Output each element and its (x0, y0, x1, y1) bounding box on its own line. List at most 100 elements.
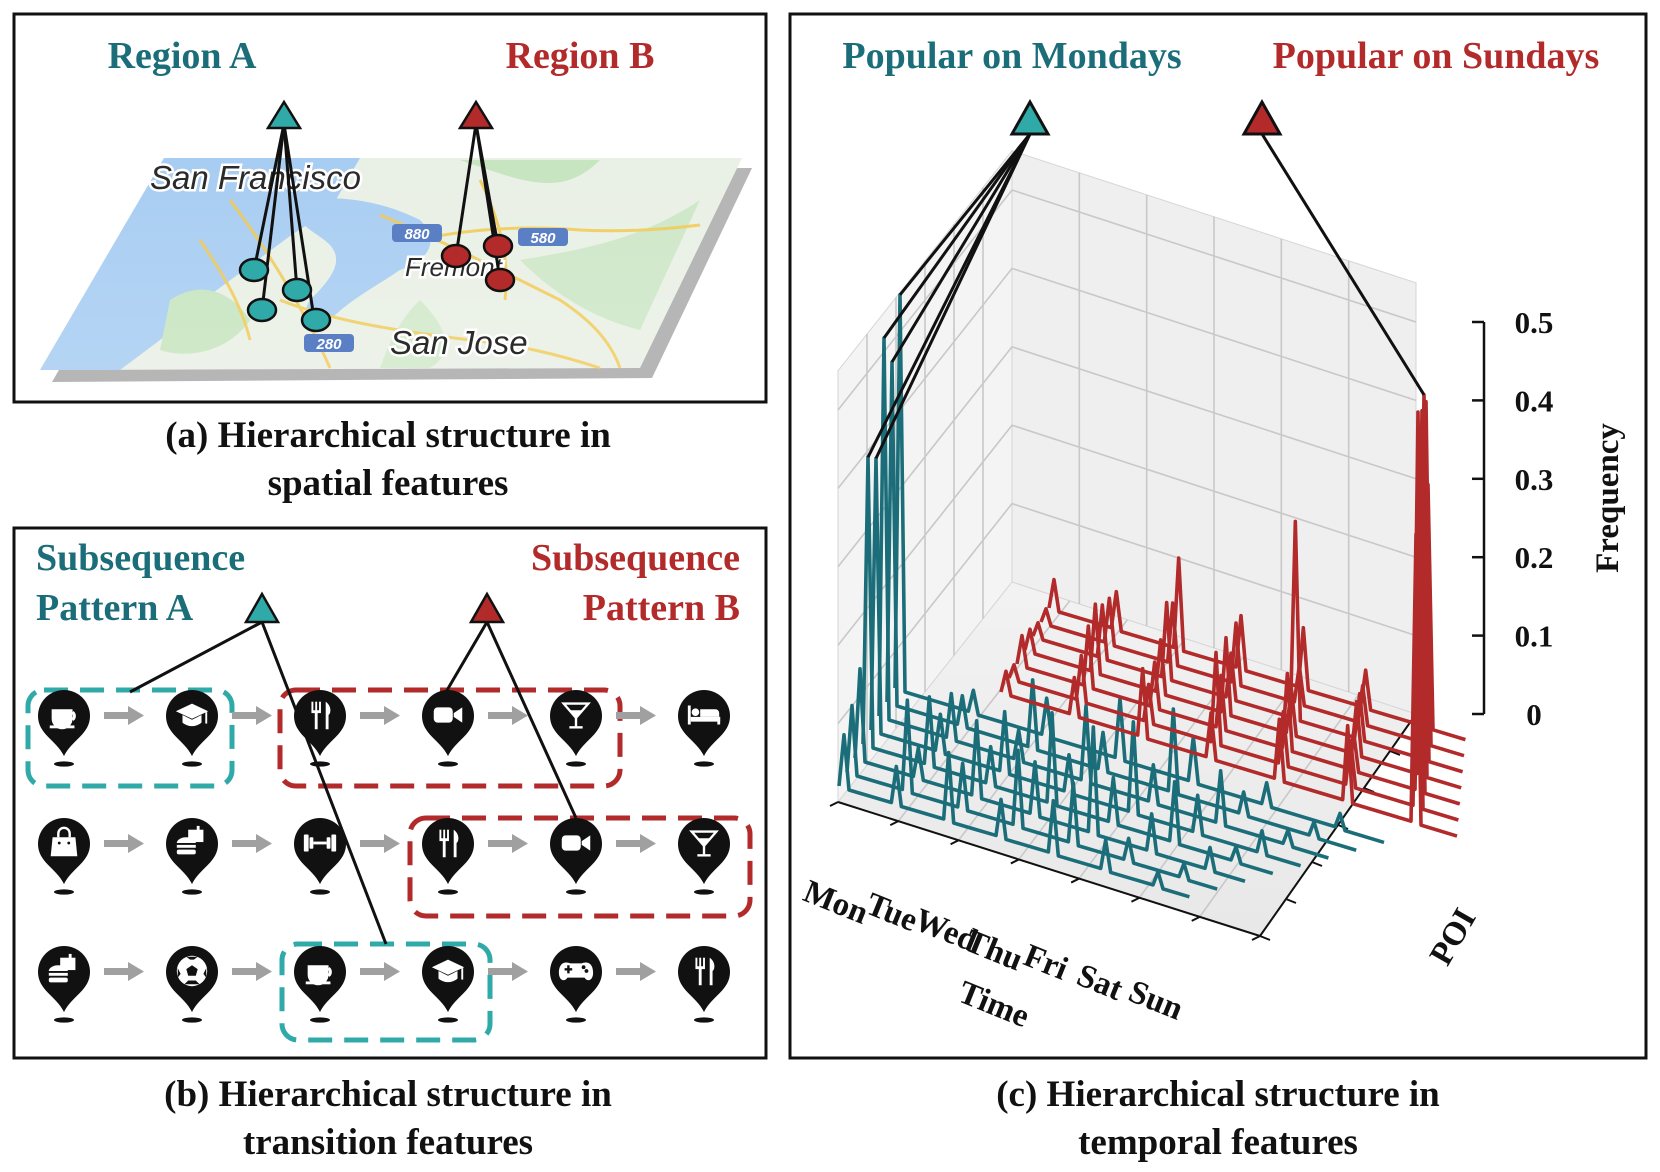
z-tick-label: 0.5 (1515, 305, 1554, 340)
transition-arrow-icon (488, 706, 528, 725)
series-line-sun (1031, 392, 1464, 774)
region-a-node (265, 99, 303, 130)
cocktail-glass-icon (678, 818, 730, 895)
region-a-label: Region A (108, 35, 257, 77)
pattern-b-box-row2 (407, 815, 753, 919)
transition-arrow-icon (232, 962, 272, 981)
fork-knife-icon (294, 690, 346, 767)
pattern-b-node (468, 591, 506, 624)
video-camera-icon (422, 690, 474, 767)
region-b-label: Region B (506, 35, 655, 77)
video-camera-icon (550, 818, 602, 895)
svg-text:580: 580 (530, 230, 556, 247)
mondays-link (866, 133, 1032, 458)
panel-b-caption-line1: (b) Hierarchical structure in (164, 1074, 612, 1115)
z-tick-label: 0 (1526, 697, 1542, 732)
transition-arrow-icon (616, 834, 656, 853)
cocktail-glass-icon (550, 690, 602, 767)
fork-knife-icon (678, 946, 730, 1023)
panel-c: Popular on Mondays Popular on Sundays 0 0… (788, 12, 1648, 1163)
map-overlay (40, 158, 742, 370)
transition-arrow-icon (360, 962, 400, 981)
soccer-ball-icon (166, 946, 218, 1023)
region-b-node (457, 99, 495, 130)
panel-a: San Francisco Fremont San Jose 880 580 2… (12, 12, 768, 504)
region-b-points (440, 233, 516, 293)
highway-shield-880: 880 (392, 224, 442, 243)
transition-arrow-icon (104, 962, 144, 981)
transition-arrow-icon (488, 962, 528, 981)
transition-arrow-icon (232, 834, 272, 853)
svg-text:880: 880 (404, 226, 430, 243)
series-line-mon (877, 336, 1329, 860)
fast-food-icon (38, 946, 90, 1023)
map-label-san-jose: San Jose (390, 324, 528, 361)
poi-sequences (38, 690, 730, 1023)
dumbbell-icon (294, 818, 346, 895)
z-axis-label: Frequency (1590, 423, 1626, 573)
region-a-points (238, 257, 332, 333)
graduation-cap-icon (166, 690, 218, 767)
coffee-cup-icon (294, 946, 346, 1023)
series-line-mon (885, 360, 1357, 852)
pattern-b-label-line2: Pattern B (583, 587, 740, 629)
pattern-b-box-row1 (277, 687, 623, 789)
highway-shield-280: 280 (304, 334, 354, 353)
shopping-bag-icon (38, 818, 90, 895)
transition-arrow-icon (616, 962, 656, 981)
coffee-cup-icon (38, 690, 90, 767)
map-label-san-francisco: San Francisco (150, 159, 361, 196)
sundays-link (1260, 133, 1426, 396)
transition-arrow-icon (232, 706, 272, 725)
bed-icon (678, 690, 730, 767)
pattern-boxes (25, 687, 753, 1043)
series-line-mon (845, 698, 1218, 891)
transition-arrow-icon (616, 706, 656, 725)
panel-a-caption-line2: spatial features (268, 463, 509, 504)
popular-sundays-label: Popular on Sundays (1273, 35, 1600, 77)
panel-c-caption-line1: (c) Hierarchical structure in (996, 1074, 1440, 1115)
pattern-a-label-line1: Subsequence (36, 537, 245, 579)
transition-arrow-icon (104, 834, 144, 853)
popular-mondays-label: Popular on Mondays (842, 35, 1181, 77)
mondays-link (898, 133, 1032, 296)
pattern-a-node (243, 591, 281, 624)
mondays-link (882, 133, 1032, 339)
series-line-sun (999, 532, 1458, 838)
fast-food-icon (166, 818, 218, 895)
pattern-links (129, 620, 578, 945)
game-controller-icon (550, 946, 602, 1023)
fork-knife-icon (422, 818, 474, 895)
chart-hierarchy-links (866, 133, 1426, 460)
panel-b: Subsequence Pattern A Subsequence Patter… (12, 526, 768, 1163)
pattern-a-label-line2: Pattern A (36, 587, 194, 629)
series-line-mon (861, 455, 1274, 876)
series-line-mon (837, 732, 1190, 899)
pattern-b-label-line1: Subsequence (531, 537, 740, 579)
map (40, 158, 742, 370)
z-tick-label: 0.4 (1515, 383, 1554, 418)
panel-a-caption-line1: (a) Hierarchical structure in (165, 415, 611, 456)
transition-arrow-icon (104, 706, 144, 725)
series-line-mon (853, 666, 1246, 883)
mondays-link (890, 133, 1032, 363)
pattern-a-box-row1 (25, 687, 235, 789)
transition-arrow-icon (360, 706, 400, 725)
panel-b-caption-line2: transition features (243, 1122, 533, 1163)
panel-c-caption-line2: temporal features (1078, 1122, 1358, 1163)
svg-text:280: 280 (315, 336, 342, 353)
chart-3d-axes (829, 149, 1486, 941)
z-tick-label: 0.2 (1515, 540, 1554, 575)
sundays-node (1241, 98, 1283, 136)
series-line-sun (1047, 482, 1466, 742)
series-line-sun (1015, 485, 1461, 806)
transition-arrow-icon (360, 834, 400, 853)
transition-arrow-icon (488, 834, 528, 853)
chart-3d-series (837, 292, 1466, 899)
series-line-mon (869, 456, 1302, 868)
graduation-cap-icon (422, 946, 474, 1023)
z-tick-label: 0.3 (1515, 462, 1554, 497)
mondays-node (1009, 98, 1051, 136)
z-tick-label: 0.1 (1515, 619, 1554, 654)
